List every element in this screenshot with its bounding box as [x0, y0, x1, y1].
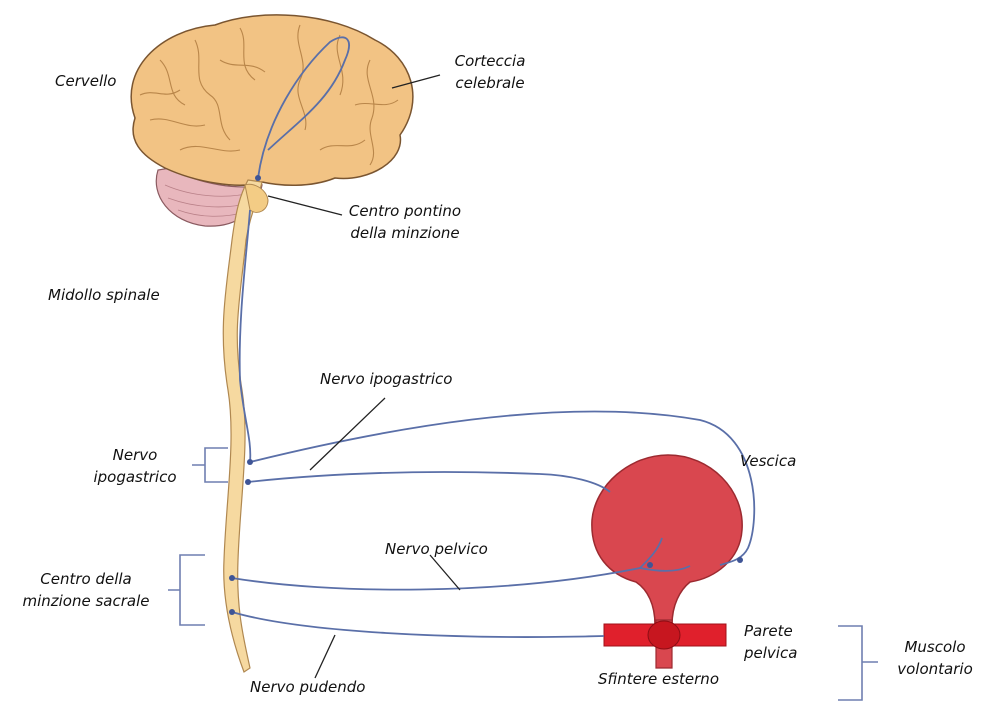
label-nervo-pelvico: Nervo pelvico: [385, 538, 488, 560]
label-centro-sacrale: Centro della minzione sacrale: [8, 568, 164, 612]
label-muscolo-line1: Muscolo: [885, 636, 985, 658]
label-parete-pelvica: Parete pelvica: [744, 620, 797, 664]
label-muscolo-volontario: Muscolo volontario: [885, 636, 985, 680]
label-centro-pontino: Centro pontino della minzione: [335, 200, 475, 244]
sphincter: [648, 621, 680, 649]
bracket-sacrale: [168, 555, 205, 625]
label-nervo-ipogastrico-left: Nervo ipogastrico: [80, 444, 190, 488]
label-parete-pelvica-line1: Parete: [744, 620, 797, 642]
pelvic-nerve: [232, 568, 640, 590]
hypogastric-to-bladder: [540, 474, 610, 492]
label-cervello: Cervello: [55, 70, 117, 92]
label-nervo-pudendo: Nervo pudendo: [250, 676, 365, 698]
label-centro-sacrale-line2: minzione sacrale: [8, 590, 164, 612]
spinal-cord: [223, 180, 262, 672]
bracket-ipogastrico: [192, 448, 228, 482]
label-muscolo-line2: volontario: [885, 658, 985, 680]
label-corteccia-line2: celebrale: [440, 72, 540, 94]
label-nervo-ipogastrico-line1: Nervo: [80, 444, 190, 466]
label-centro-pontino-line2: della minzione: [335, 222, 475, 244]
brain: [131, 15, 413, 185]
label-corteccia-line1: Corteccia: [440, 50, 540, 72]
label-vescica: Vescica: [740, 450, 796, 472]
label-corteccia: Corteccia celebrale: [440, 50, 540, 94]
label-parete-pelvica-line2: pelvica: [744, 642, 797, 664]
bladder: [592, 455, 742, 625]
bracket-muscolo: [838, 626, 878, 700]
hypogastric-lower-nerve: [248, 472, 540, 482]
label-nervo-ipogastrico-top: Nervo ipogastrico: [320, 368, 452, 390]
label-centro-sacrale-line1: Centro della: [8, 568, 164, 590]
pudendal-nerve: [232, 612, 604, 637]
label-nervo-ipogastrico-line2: ipogastrico: [80, 466, 190, 488]
label-sfintere-esterno: Sfintere esterno: [598, 668, 719, 690]
label-centro-pontino-line1: Centro pontino: [335, 200, 475, 222]
label-midollo-spinale: Midollo spinale: [48, 284, 160, 306]
